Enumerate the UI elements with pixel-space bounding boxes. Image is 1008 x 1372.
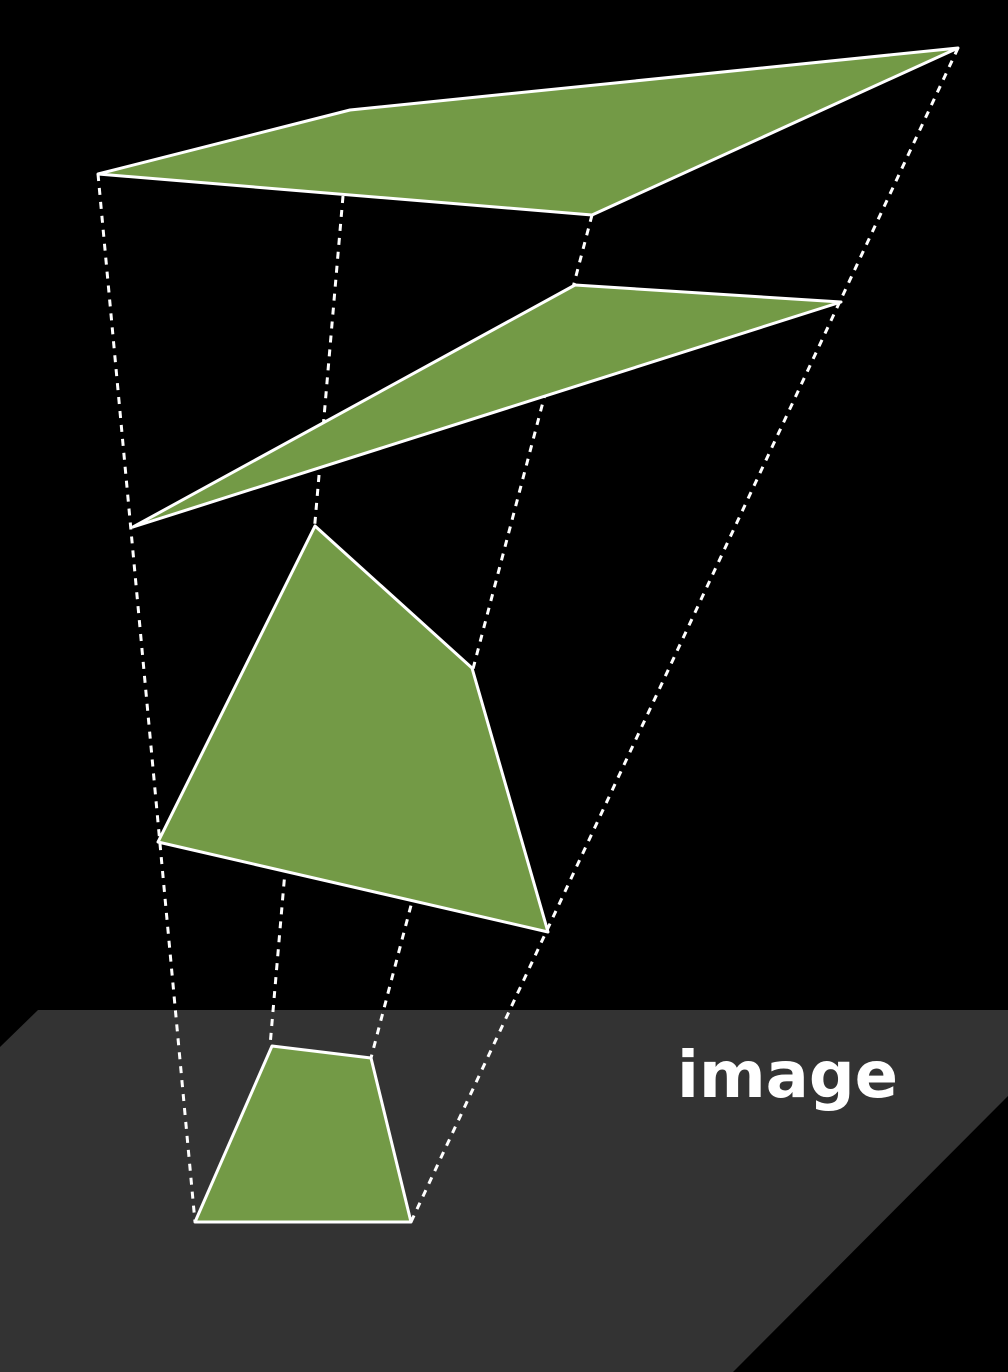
third-plane-shape (156, 524, 550, 934)
image-projection-shape (193, 1044, 413, 1224)
second-plane-shape (131, 283, 843, 529)
image-plane-label: image (677, 1039, 898, 1113)
top-plane-shape (96, 46, 960, 217)
projection-line-far-right (409, 47, 960, 1223)
